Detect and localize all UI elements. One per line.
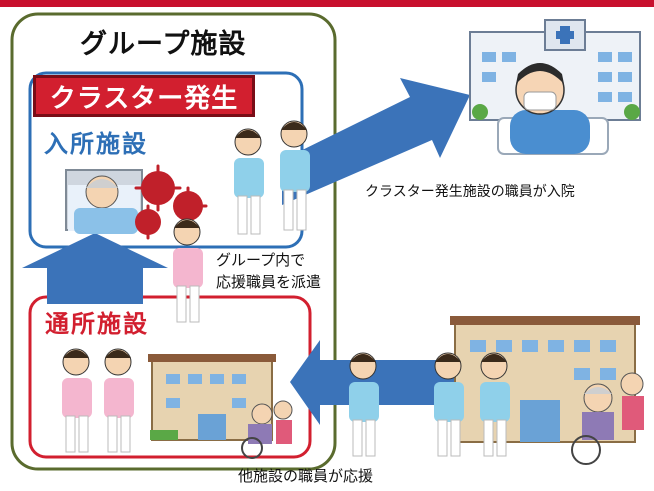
bedridden-elder-icon <box>65 169 143 234</box>
nurse-icon <box>234 128 264 235</box>
nurse-icon <box>349 352 379 457</box>
up-arrow <box>22 233 168 304</box>
nurse-icon <box>104 348 134 453</box>
dispatch-caption-line1: グループ内で <box>216 251 306 269</box>
nurse-icon <box>280 120 310 231</box>
hospitalized-caption: クラスター発生施設の職員が入院 <box>365 184 575 200</box>
nurse-icon <box>173 218 203 323</box>
wheelchair-elder-icon <box>241 400 293 459</box>
dispatch-caption: グループ内で 応援職員を派遣 <box>216 249 321 293</box>
dispatch-caption-line2: 応援職員を派遣 <box>216 273 322 291</box>
wheelchair-elder-icon <box>571 372 644 465</box>
other-support-caption: 他施設の職員が応援 <box>238 467 374 485</box>
group-facility-title: グループ施設 <box>80 29 247 60</box>
care-facility-icon <box>450 316 640 443</box>
day-facility-label: 通所施設 <box>45 310 149 338</box>
nurse-icon <box>434 352 464 457</box>
top-accent-bar <box>0 0 654 7</box>
group-facility-frame <box>10 12 337 471</box>
nurse-icon <box>62 348 92 453</box>
nurse-icon <box>480 352 510 457</box>
virus-icon <box>135 171 203 235</box>
patient-mask-icon <box>497 63 609 155</box>
arrow-to-hospital <box>282 78 470 205</box>
cluster-outbreak-badge: クラスター発生 <box>33 75 255 117</box>
residential-facility-label: 入所施設 <box>44 130 148 158</box>
